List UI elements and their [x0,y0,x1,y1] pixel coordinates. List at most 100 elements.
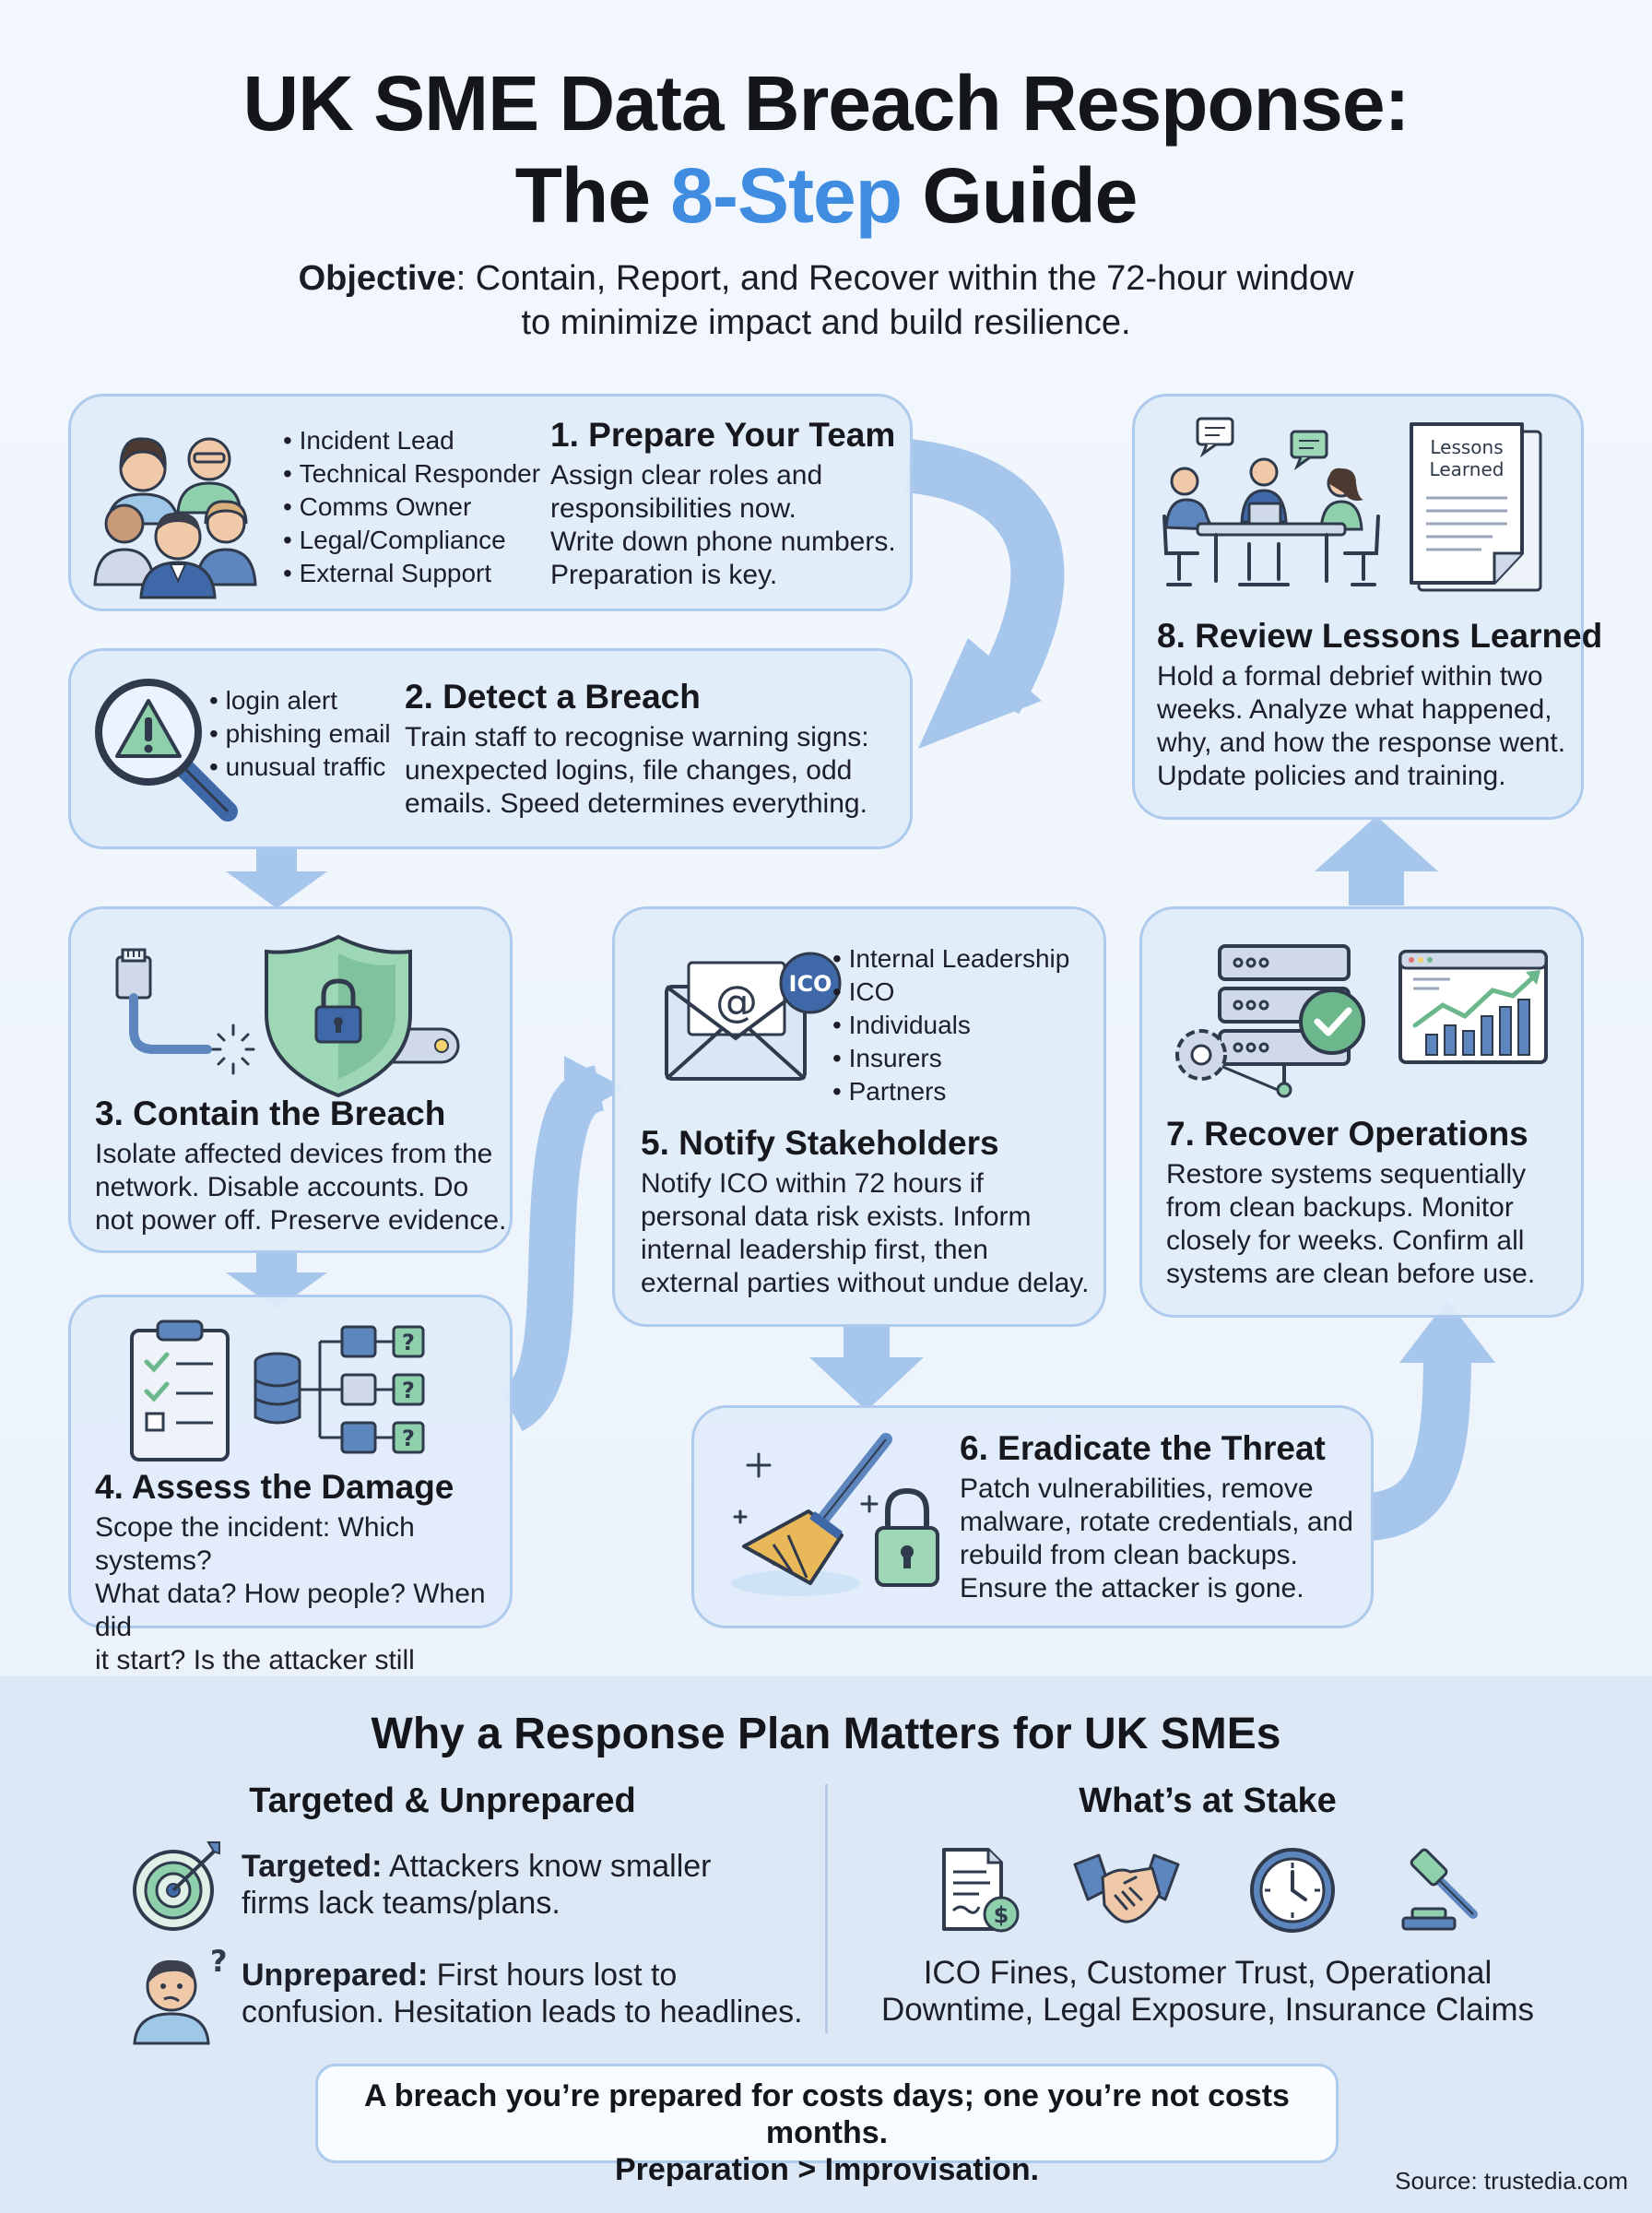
body-line: Restore systems sequentially [1166,1159,1527,1189]
objective-label: Objective [298,259,456,298]
arrow-step2-to-step3 [226,846,327,908]
confused-person-icon: ? [133,1944,228,2045]
arrow-step1-to-step2 [904,439,1065,715]
step-2-signs-list: login alert phishing email unusual traff… [209,684,391,784]
svg-text:@: @ [715,976,758,1026]
targeted-label: Targeted: [242,1849,383,1884]
gavel-icon [1401,1848,1478,1931]
body-line: Hold a formal debrief within two [1157,661,1543,692]
step-8-card: Lessons Learned 8. Review Lessons Learne… [1132,394,1602,820]
body-line: closely for weeks. Confirm all [1166,1225,1525,1256]
body-line: rebuild from clean backups. [960,1540,1298,1570]
stakes-line: ICO Fines, Customer Trust, Operational [923,1955,1493,1991]
invoice-dollar-icon: $ [942,1848,1020,1933]
role-item: Technical Responder [283,457,541,491]
body-line: emails. Speed determines everything. [405,788,867,819]
stakeholder-item: Insurers [832,1042,1069,1075]
team-icon [93,437,257,599]
question-mark-icon: ? [210,1944,228,1979]
body-line: Assign clear roles and [550,460,823,491]
email-icon: @ ICO [665,952,842,1081]
stakes-line: Downtime, Legal Exposure, Insurance Clai… [880,1992,1535,2028]
magnifier-warning-icon [95,679,238,822]
step-3-title: 3. Contain the Breach [95,1095,446,1132]
question-mark-icon: ? [402,1330,415,1355]
targeted-line-1: Attackers know smaller [382,1849,712,1884]
stakeholder-item: Individuals [832,1009,1069,1042]
clock-icon [1250,1848,1335,1933]
key-takeaway-callout: A breach you’re prepared for costs days;… [315,2064,1339,2187]
arrow-step5-to-step6 [809,1326,924,1411]
arrow-step4-to-step5 [499,1065,606,1432]
step-7-card: 7. Recover Operations Restore systems se… [1139,906,1584,1318]
objective-subtitle: Objective: Contain, Report, and Recover … [0,256,1652,345]
role-item: Legal/Compliance [283,524,540,557]
question-mark-icon: ? [402,1426,415,1451]
target-icon [133,1841,220,1931]
objective-line-1: : Contain, Report, and Recover within th… [455,259,1354,298]
stakes-list: ICO Fines, Customer Trust, Operational D… [876,1955,1540,2029]
shield-lock-icon [115,934,460,1098]
body-line: why, and how the response went. [1157,728,1566,758]
sign-item: phishing email [209,717,391,751]
title-line-2-suffix: Guide [902,152,1138,239]
body-line: Notify ICO within 72 hours if [641,1168,984,1199]
arrow-step7-to-step8 [1315,816,1438,905]
sign-item: unusual traffic [209,751,391,784]
step-6-card: 6. Eradicate the Threat Patch vulnerabil… [691,1405,1374,1628]
step-6-title: 6. Eradicate the Threat [960,1429,1326,1467]
body-line: unexpected logins, file changes, odd [405,755,853,786]
body-line: Preparation is key. [550,560,778,590]
step-4-title: 4. Assess the Damage [95,1468,454,1506]
step-4-body: Scope the incident: Which systems? What … [95,1511,510,1710]
step-3-body: Isolate affected devices from the networ… [95,1138,506,1237]
objective-line-2: to minimize impact and build resilience. [521,303,1131,342]
role-item: Incident Lead [283,424,540,457]
arrow-head-step2 [918,638,1042,749]
right-column-heading: What’s at Stake [1079,1781,1337,1820]
body-line: internal leadership first, then [641,1235,988,1265]
checklist-database-icon: ??? [130,1320,425,1462]
flow-arrows [226,439,1495,1541]
body-line: Write down phone numbers. [550,527,896,557]
step-4-card: ??? 4. Assess the Damage Scope the incid… [68,1295,513,1709]
title-line-2-prefix: The [514,152,671,239]
dollar-sign-icon: $ [994,1902,1009,1928]
doc-label-line-1: Lessons [1430,436,1503,458]
title-accent: 8-Step [670,152,903,239]
step-5-body: Notify ICO within 72 hours if personal d… [641,1167,1089,1300]
sign-item: login alert [209,684,391,717]
unprepared-line-2: confusion. Hesitation leads to headlines… [242,1994,803,2030]
body-line: not power off. Preserve evidence. [95,1205,507,1236]
stakeholder-item: ICO [832,976,1069,1009]
body-line: Update policies and training. [1157,761,1506,791]
stakeholder-item: Internal Leadership [832,942,1070,976]
why-heading: Why a Response Plan Matters for UK SMEs [371,1710,1281,1758]
step-7-body: Restore systems sequentially from clean … [1166,1158,1535,1291]
doc-label-line-2: Learned [1430,458,1504,480]
step-8-body: Hold a formal debrief within two weeks. … [1157,660,1565,793]
body-line: Ensure the attacker is gone. [960,1573,1304,1604]
column-divider [825,1784,828,2033]
step-2-card: login alert phishing email unusual traff… [68,648,913,849]
body-line: weeks. Analyze what happened, [1157,694,1552,725]
step-5-card: @ ICO Internal Leadership ICO Individual… [612,906,1106,1327]
question-mark-icon: ? [402,1378,415,1403]
meeting-document-icon: Lessons Learned [1162,417,1542,592]
targeted-line-2: firms lack teams/plans. [242,1886,560,1921]
body-line: external parties without undue delay. [641,1268,1090,1298]
body-line: personal data risk exists. Inform [641,1201,1032,1232]
left-column-heading: Targeted & Unprepared [249,1781,636,1820]
body-line: What data? How people? When did [95,1579,486,1642]
body-line: Patch vulnerabilities, remove [960,1473,1314,1504]
callout-line-1: A breach you’re prepared for costs days;… [364,2078,1290,2150]
stakeholder-item: Partners [832,1075,1069,1108]
unprepared-line-1: First hours lost to [428,1958,678,1993]
step-5-title: 5. Notify Stakeholders [641,1124,999,1162]
title-line-1: UK SME Data Breach Response: [242,60,1410,147]
step-3-card: 3. Contain the Breach Isolate affected d… [68,906,513,1253]
body-line: responsibilities now. [550,493,796,524]
server-chart-icon [1175,944,1548,1098]
role-item: External Support [283,557,540,590]
step-8-title: 8. Review Lessons Learned [1157,617,1603,655]
